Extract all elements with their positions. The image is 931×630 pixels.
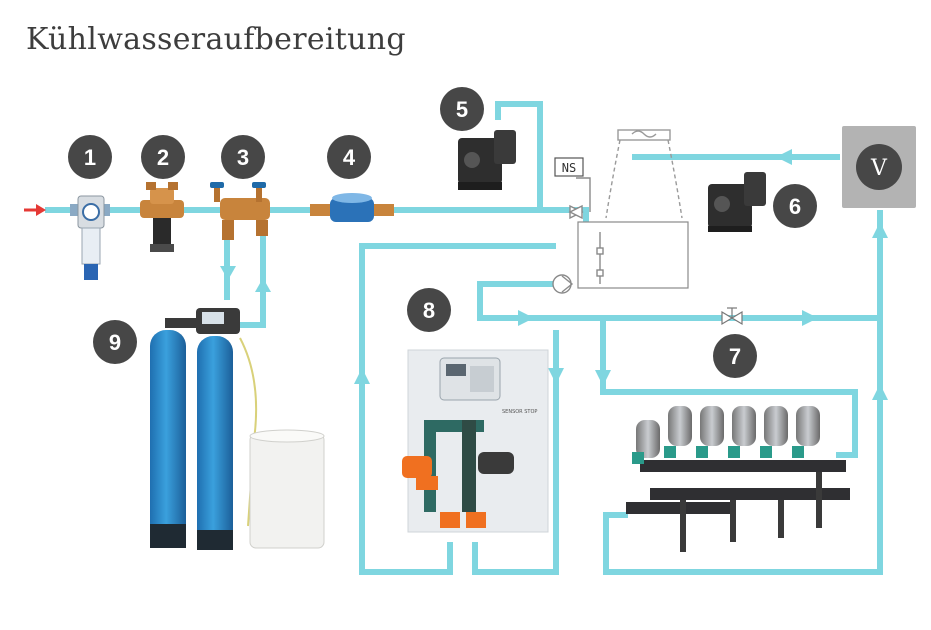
badge-1: 1 [68,135,112,179]
flow-arrow [872,222,888,238]
number-badges: 1 2 3 4 5 6 7 8 [68,87,817,378]
flow-arrow [802,310,818,326]
filter-columns [636,406,820,458]
flow-arrow [595,370,611,386]
disc-filter-battery [626,406,850,552]
flow-arrow [255,278,271,292]
badge-4: 4 [327,135,371,179]
pump-line [477,281,880,321]
to-filters [600,318,858,458]
ns-label: NS [562,161,576,175]
water-softener [150,308,325,550]
flow-arrow [776,149,792,165]
page-title: Kühlwasseraufbereitung [26,22,406,57]
panel-tag: SENSOR STOP [502,409,537,415]
badge-9: 9 [93,320,137,364]
softener-return [240,225,266,328]
pipe-network [45,101,883,575]
badge-3-label: 3 [237,145,249,170]
filters-return [603,210,883,575]
dosing-line-5 [495,101,589,238]
flow-arrow [354,368,370,384]
cooling-tower [552,129,689,294]
badge-2: 2 [141,135,185,179]
flow-arrow [220,266,236,280]
badge-6: 6 [773,184,817,228]
badge-8-label: 8 [423,298,435,323]
loop-left [359,243,556,575]
filter-fittings [632,446,804,464]
badge-4-label: 4 [343,145,356,170]
badge-2-label: 2 [157,145,169,170]
flow-arrow [548,368,564,384]
dosing-panel: SENSOR STOP [402,349,549,533]
badge-7: 7 [713,334,757,378]
badge-5: 5 [440,87,484,131]
loop-8-out [472,330,559,575]
v-label: V [870,156,888,181]
gate-valve [721,307,743,326]
badge-9-label: 9 [109,330,121,355]
badge-5-label: 5 [456,97,468,122]
filter-legs [680,472,822,552]
dosing-pump-6 [708,172,766,232]
inlet-arrow [24,204,46,216]
badge-6-label: 6 [789,194,801,219]
filter-unit [70,195,110,280]
water-meter [310,193,394,222]
flow-arrow [518,310,534,326]
backflow-preventer [210,182,270,240]
flow-arrow [872,384,888,400]
valve-box: V [842,126,916,208]
badge-7-label: 7 [729,344,741,369]
badge-3: 3 [221,135,265,179]
badge-1-label: 1 [84,145,96,170]
badge-8: 8 [407,288,451,332]
pressure-reducer [140,182,184,252]
dosing-pump-5 [458,130,516,190]
flow-arrows [220,149,888,400]
level-sensor-box: NS [554,157,584,177]
